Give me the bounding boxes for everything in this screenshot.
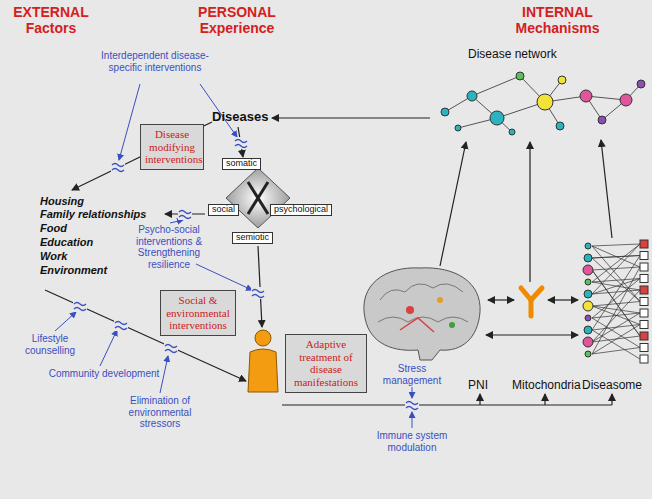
intervention-box: Disease modifying interventions xyxy=(140,124,204,170)
intervention-label: Elimination of environmental stressors xyxy=(112,395,208,430)
box-text: social xyxy=(212,205,235,215)
modulation-mark xyxy=(73,300,87,312)
box-text: Adaptive treatment of disease manifestat… xyxy=(290,338,362,389)
factor-label: Family relationships xyxy=(40,208,146,221)
section-heading: INTERNAL Mechanisms xyxy=(495,4,620,36)
aspect-box: social xyxy=(208,204,239,216)
modulation-mark xyxy=(251,287,265,299)
aspect-box: psychological xyxy=(270,204,332,216)
intervention-label: Immune system modulation xyxy=(376,430,448,453)
disease-network xyxy=(441,72,645,135)
intervention-label: Interdependent disease-specific interven… xyxy=(100,50,210,73)
intervention-label: Stress management xyxy=(378,363,446,386)
factor-label: Food xyxy=(40,222,67,235)
factor-label: Work xyxy=(40,250,67,263)
mechanism-label: PNI xyxy=(468,379,488,393)
intervention-label: Lifestyle counselling xyxy=(14,333,86,356)
intervention-box: Adaptive treatment of disease manifestat… xyxy=(285,334,367,393)
box-text: psychological xyxy=(274,205,328,215)
figure-label: Disease network xyxy=(468,48,557,62)
modulation-mark xyxy=(164,342,178,354)
modulation-mark xyxy=(111,161,125,173)
modulation-mark xyxy=(234,137,248,149)
intervention-label: Community development xyxy=(44,368,164,380)
person-figure xyxy=(248,330,278,392)
flow-arrows xyxy=(45,118,612,405)
mitochondria-figure xyxy=(521,288,542,316)
modulation-mark xyxy=(178,208,192,220)
mechanism-label: Mitochondria xyxy=(512,379,581,393)
mechanism-label: Diseasome xyxy=(582,379,642,393)
brain-illustration xyxy=(364,268,480,360)
factor-label: Education xyxy=(40,236,93,249)
section-heading: PERSONAL Experience xyxy=(172,4,302,36)
box-text: Social & environmental interventions xyxy=(165,294,231,332)
intervention-label: Psycho-social interventions & Strengthen… xyxy=(124,224,214,270)
diseasome-graph xyxy=(583,240,648,363)
modulation-mark xyxy=(405,399,419,411)
diseases-label: Diseases xyxy=(212,110,268,125)
intervention-box: Social & environmental interventions xyxy=(160,290,236,336)
box-text: somatic xyxy=(226,159,257,169)
factor-label: Environment xyxy=(40,264,107,277)
modulation-mark xyxy=(114,319,128,331)
aspect-box: somatic xyxy=(222,158,261,170)
aspect-box: semiotic xyxy=(232,232,273,244)
experience-diamond xyxy=(226,168,290,228)
box-text: semiotic xyxy=(236,233,269,243)
factor-label: Housing xyxy=(40,195,84,208)
box-text: Disease modifying interventions xyxy=(145,128,199,166)
section-heading: EXTERNAL Factors xyxy=(6,4,96,36)
